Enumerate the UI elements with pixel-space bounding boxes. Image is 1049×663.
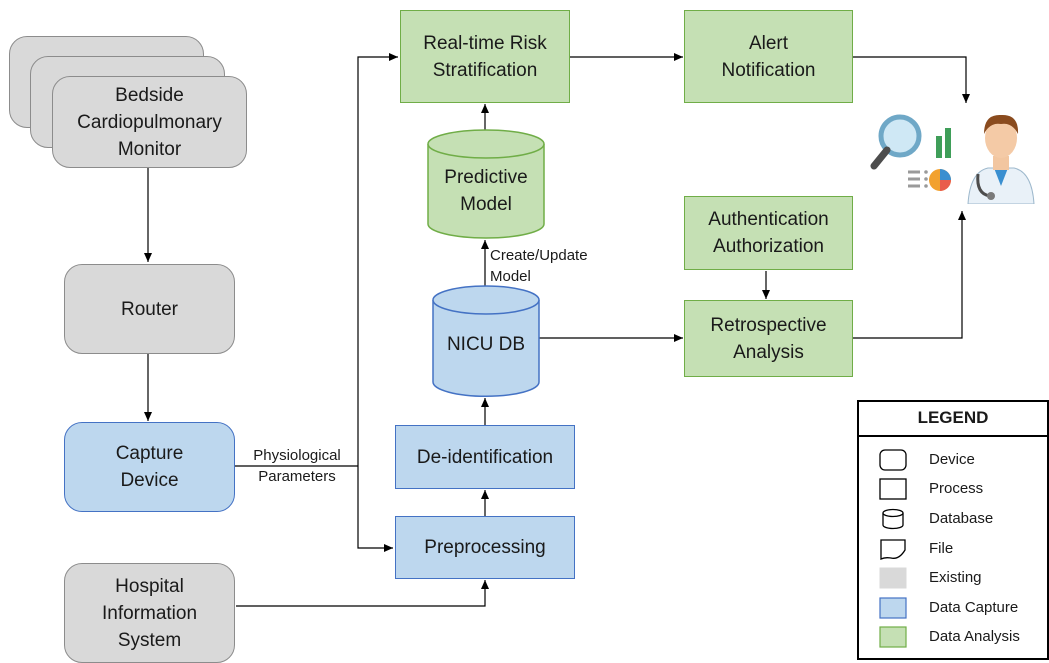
legend-item-device: Device	[859, 447, 1047, 473]
legend-label: File	[929, 540, 954, 557]
legend-label: Existing	[929, 569, 982, 586]
nicu-db: NICU DB	[431, 314, 541, 374]
alert-notification-label: Alert Notification	[721, 32, 816, 81]
router-label: Router	[120, 298, 179, 320]
legend-label: Data Analysis	[929, 628, 1020, 645]
authentication-authorization: Authentication Authorization	[684, 196, 853, 270]
retrospective-analysis-label: Retrospective Analysis	[710, 314, 827, 363]
retrospective-analysis: Retrospective Analysis	[684, 300, 853, 377]
capture-device-label: Capture Device	[115, 443, 184, 491]
file-symbol-icon	[880, 539, 906, 560]
nicu-db-cylinder	[432, 285, 540, 398]
legend-label: Data Capture	[929, 599, 1019, 616]
de-identification-label: De-identification	[416, 446, 554, 468]
legend-divider	[859, 435, 1047, 437]
legend-item-process: Process	[859, 476, 1047, 502]
data-capture-swatch-icon	[879, 597, 907, 619]
device-symbol-icon	[879, 449, 907, 471]
risk-stratification: Real-time Risk Stratification	[400, 10, 570, 103]
create-update-model-label: Create/Update Model	[490, 247, 588, 285]
legend-item-data-capture: Data Capture	[859, 595, 1047, 621]
edge-alert-clinician	[852, 56, 970, 103]
process-symbol-icon	[879, 478, 907, 500]
legend-label: Database	[929, 510, 994, 527]
legend-label: Device	[929, 451, 975, 468]
capture-device: Capture Device	[64, 422, 235, 512]
predictive-model-cylinder	[427, 129, 545, 239]
bedside-monitor-label: Bedside Cardiopulmonary Monitor	[77, 84, 222, 160]
legend-item-database: Database	[859, 506, 1047, 532]
risk-stratification-label: Real-time Risk Stratification	[423, 32, 547, 81]
clinician-group	[866, 108, 1036, 204]
edge-to-risk	[357, 53, 398, 466]
physiological-parameters-label: Physiological Parameters	[253, 447, 341, 485]
legend-label: Process	[929, 480, 984, 497]
data-analysis-swatch-icon	[879, 626, 907, 648]
router: Router	[64, 264, 235, 354]
authentication-authorization-label: Authentication Authorization	[708, 209, 829, 257]
alert-notification: Alert Notification	[684, 10, 853, 103]
hospital-information-system: Hospital Information System	[64, 563, 235, 663]
preprocessing: Preprocessing	[395, 516, 575, 579]
legend-item-file: File	[859, 536, 1047, 562]
legend-item-existing: Existing	[859, 565, 1047, 591]
database-symbol-icon	[882, 508, 904, 530]
bedside-monitor: Bedside Cardiopulmonary Monitor	[52, 76, 247, 168]
de-identification: De-identification	[395, 425, 575, 489]
legend: LEGEND Device Process Database	[857, 400, 1049, 660]
nicu-db-label: NICU DB	[446, 333, 526, 355]
legend-item-data-analysis: Data Analysis	[859, 624, 1047, 650]
preprocessing-label: Preprocessing	[424, 537, 546, 558]
doctor-icon	[967, 114, 1035, 204]
predictive-model: Predictive Model	[426, 158, 546, 224]
edge-to-preprocessing	[357, 466, 393, 552]
existing-swatch-icon	[879, 567, 907, 589]
edge-retro-clinician	[852, 211, 966, 339]
predictive-model-label: Predictive Model	[444, 167, 528, 215]
architecture-diagram: Bedside Cardiopulmonary Monitor Router C…	[9, 10, 1049, 663]
magnifier-analytics-icon	[866, 108, 961, 204]
edge-his-preprocessing	[236, 580, 489, 607]
connectors	[144, 53, 970, 607]
legend-title: LEGEND	[917, 408, 989, 427]
his-label: Hospital Information System	[101, 575, 198, 651]
